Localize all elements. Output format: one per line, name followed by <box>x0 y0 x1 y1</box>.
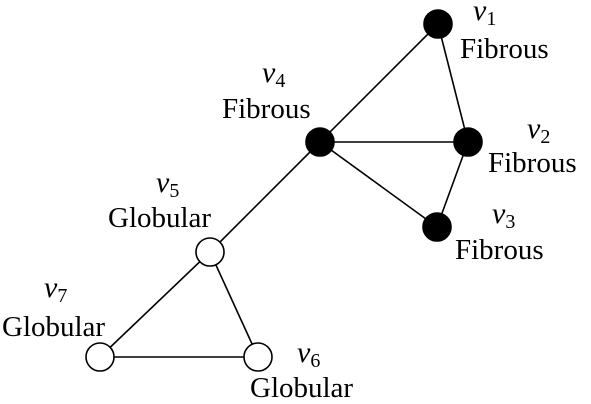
node-v6 <box>243 342 273 372</box>
node-type-v3: Fibrous <box>455 234 544 266</box>
node-subscript-v6: 6 <box>310 350 320 372</box>
labels-layer: v1Fibrousv2Fibrousv3Fibrousv4Fibrousv5Gl… <box>2 0 577 404</box>
node-type-v6: Globular <box>250 372 353 404</box>
node-var-v2: v <box>527 112 541 145</box>
node-subscript-v7: 7 <box>57 285 67 307</box>
edge-v5-v6 <box>209 251 259 358</box>
node-v1 <box>423 9 453 39</box>
node-var-v4: v <box>262 56 276 89</box>
node-var-v6: v <box>297 336 311 369</box>
node-label-v1: v1 <box>473 0 496 30</box>
node-v3 <box>422 212 452 242</box>
edge-v5-v7 <box>99 251 211 358</box>
node-v4 <box>305 127 335 157</box>
edge-v4-v5 <box>209 141 321 253</box>
node-label-v6: v6 <box>297 336 320 372</box>
edges-layer <box>99 23 469 358</box>
node-subscript-v1: 1 <box>486 8 496 30</box>
edge-v3-v4 <box>319 141 438 228</box>
node-type-v7: Globular <box>2 311 105 343</box>
node-v7 <box>85 342 115 372</box>
edge-v1-v2 <box>437 23 469 143</box>
node-label-v2: v2 <box>527 112 550 148</box>
node-label-v3: v3 <box>492 197 515 233</box>
node-label-v7: v7 <box>44 271 67 307</box>
node-type-v2: Fibrous <box>488 147 577 179</box>
node-var-v1: v <box>473 0 487 27</box>
nodes-layer <box>85 9 483 372</box>
node-var-v7: v <box>44 271 58 304</box>
node-subscript-v4: 4 <box>275 70 285 92</box>
node-subscript-v5: 5 <box>169 180 179 202</box>
node-label-v5: v5 <box>156 166 179 202</box>
edge-v2-v3 <box>436 141 469 228</box>
edge-v1-v4 <box>319 23 439 143</box>
node-var-v5: v <box>156 166 170 199</box>
node-type-v5: Globular <box>108 202 211 234</box>
node-subscript-v2: 2 <box>540 126 550 148</box>
node-type-v4: Fibrous <box>222 93 311 125</box>
node-label-v4: v4 <box>262 56 285 92</box>
node-v2 <box>453 127 483 157</box>
node-var-v3: v <box>492 197 506 230</box>
node-subscript-v3: 3 <box>505 211 515 233</box>
node-type-v1: Fibrous <box>460 33 549 65</box>
node-v5 <box>195 237 225 267</box>
